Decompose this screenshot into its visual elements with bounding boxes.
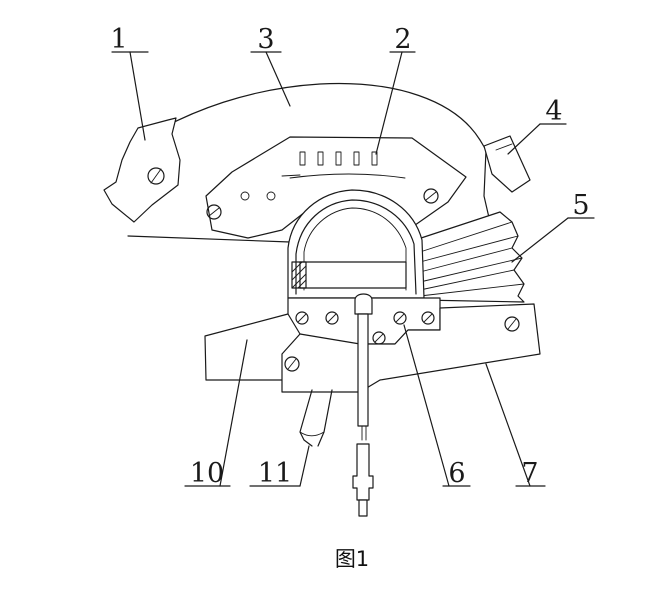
- part-7-screw: [504, 316, 520, 332]
- part-4-side-block: [483, 135, 531, 193]
- part-10-screw: [284, 356, 300, 372]
- part-6-frame: [287, 189, 441, 345]
- part-11-cable: [299, 389, 333, 447]
- callout-7: 7: [521, 458, 538, 489]
- part-6-screw-3: [393, 311, 407, 325]
- part-6-hatched-pad: [291, 261, 307, 289]
- callout-4: 4: [545, 96, 562, 127]
- part-1-clip: [103, 117, 181, 223]
- part-6-screw-4: [421, 311, 435, 325]
- part-6-screw-1: [295, 311, 309, 325]
- part-1-screw: [147, 167, 165, 185]
- leader-lines: [111, 51, 595, 487]
- part-3-shell: [127, 82, 491, 243]
- part-10-body: [204, 313, 361, 393]
- callout-11: 11: [258, 458, 292, 489]
- part-2-screw-right: [423, 188, 439, 204]
- callout-5: 5: [572, 190, 589, 221]
- part-6-screw-2: [325, 311, 339, 325]
- callout-2: 2: [394, 24, 411, 55]
- callout-10: 10: [190, 458, 224, 489]
- part-2-screw-left: [206, 204, 222, 220]
- callout-labels: 1 3 2 4 5 10 11 6 7: [110, 24, 589, 489]
- callout-3: 3: [257, 24, 274, 55]
- part-5-bellows: [414, 211, 525, 303]
- probe-connector: [352, 293, 374, 517]
- callout-1: 1: [110, 24, 127, 55]
- callout-6: 6: [448, 458, 465, 489]
- figure-caption: 图1: [335, 547, 369, 571]
